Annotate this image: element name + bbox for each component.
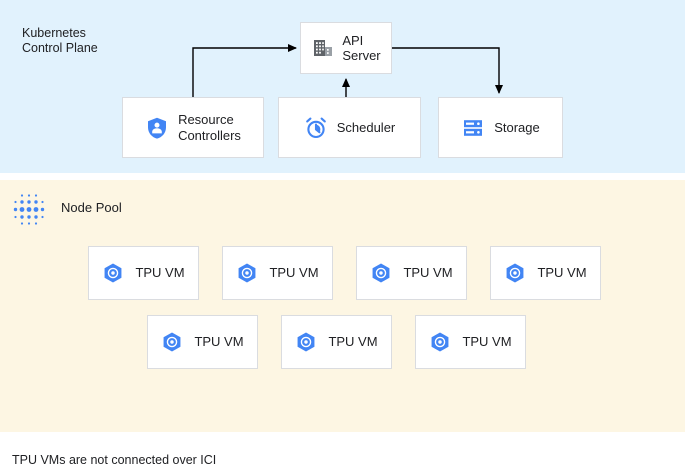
- scheduler-label: Scheduler: [336, 119, 396, 135]
- tpu-vm-label: TPU VM: [328, 334, 378, 350]
- tpu-hex-icon: [105, 263, 122, 283]
- shield-person-icon: [148, 117, 167, 139]
- footer-note: TPU VMs are not connected over ICI: [12, 453, 217, 467]
- tpu-hex-icon: [432, 332, 449, 352]
- tpu-hex-icon: [239, 263, 256, 283]
- tpu-hex-icon: [507, 263, 524, 283]
- tpu-vm-card[interactable]: TPU VM: [281, 315, 392, 369]
- resource-controllers-node[interactable]: Resource Controllers: [122, 97, 264, 158]
- tpu-vm-card[interactable]: TPU VM: [222, 246, 333, 300]
- api-server-node[interactable]: API Server: [300, 22, 392, 74]
- node-pool-dots-icon: [13, 194, 45, 225]
- node-pool-title: Node Pool: [61, 200, 122, 215]
- tpu-vm-label: TPU VM: [269, 265, 319, 281]
- storage-label: Storage: [494, 119, 540, 135]
- tpu-hex-icon: [373, 263, 390, 283]
- resource-controllers-label: Resource Controllers: [178, 112, 241, 143]
- tpu-hex-icon: [164, 332, 181, 352]
- alarm-clock-icon: [305, 117, 326, 138]
- api-server-label: API Server: [342, 32, 381, 64]
- tpu-vm-label: TPU VM: [537, 265, 587, 281]
- tpu-vm-card[interactable]: TPU VM: [415, 315, 526, 369]
- tpu-vm-card[interactable]: TPU VM: [490, 246, 601, 300]
- storage-node[interactable]: Storage: [438, 97, 563, 158]
- storage-rack-icon: [464, 119, 483, 136]
- tpu-hex-icon: [298, 332, 315, 352]
- tpu-vm-card[interactable]: TPU VM: [147, 315, 258, 369]
- control-plane-title: Kubernetes Control Plane: [22, 26, 98, 55]
- api-server-icon: [314, 40, 333, 56]
- tpu-vm-label: TPU VM: [462, 334, 512, 350]
- tpu-vm-label: TPU VM: [135, 265, 185, 281]
- node-pool-section: [0, 180, 685, 432]
- scheduler-node[interactable]: Scheduler: [278, 97, 421, 158]
- tpu-vm-label: TPU VM: [403, 265, 453, 281]
- tpu-vm-card[interactable]: TPU VM: [356, 246, 467, 300]
- tpu-vm-label: TPU VM: [194, 334, 244, 350]
- tpu-vm-card[interactable]: TPU VM: [88, 246, 199, 300]
